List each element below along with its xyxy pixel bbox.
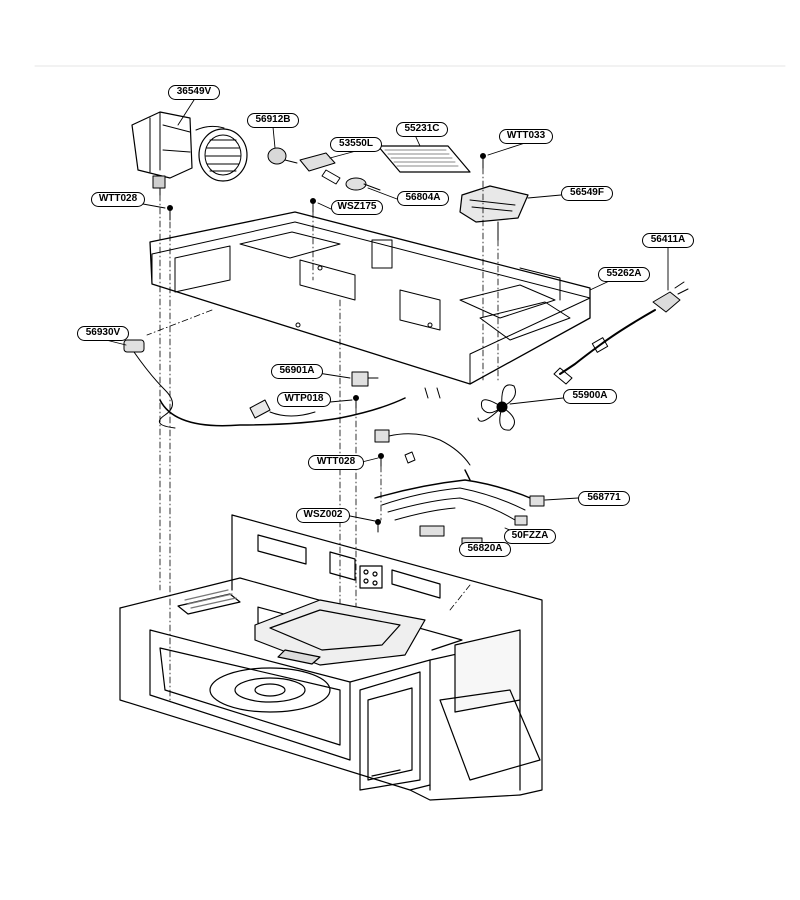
- screw-wsz175: [310, 198, 316, 213]
- blower-motor-assembly: [131, 111, 248, 196]
- fan-motor-housing: [459, 185, 529, 241]
- part-label-56930V: 56930V: [77, 326, 129, 341]
- part-label-56912B: 56912B: [247, 113, 299, 128]
- relay-connector: [374, 429, 471, 466]
- part-label-WSZ002: WSZ002: [296, 508, 350, 523]
- oven-cabinet-chassis: [119, 514, 543, 801]
- explosion-guide-lines: [146, 167, 499, 701]
- part-label-56820A: 56820A: [459, 542, 511, 557]
- part-label-568771: 568771: [578, 491, 630, 506]
- base-plate: [149, 211, 591, 385]
- part-label-55262A: 55262A: [598, 267, 650, 282]
- part-label-56901A: 56901A: [271, 364, 323, 379]
- screw-wsz002: [375, 519, 381, 533]
- part-label-55900A: 55900A: [563, 389, 617, 404]
- leader-lines: [105, 99, 669, 551]
- grease-filter: [377, 145, 471, 173]
- part-label-WSZ175: WSZ175: [331, 200, 383, 215]
- thermostat: [123, 339, 176, 429]
- part-label-56804A: 56804A: [397, 191, 449, 206]
- wire-harness-upper: [159, 387, 441, 427]
- part-label-53550L: 53550L: [330, 137, 382, 152]
- door-switch: [351, 371, 379, 387]
- part-label-WTT033: WTT033: [499, 129, 553, 144]
- screw-wtt028-mid: [378, 453, 384, 467]
- part-label-WTT028-top: WTT028: [91, 192, 145, 207]
- thermal-fuse: [267, 147, 298, 165]
- screw-wtt028-top: [167, 205, 173, 221]
- bracket-part: [299, 152, 341, 185]
- part-label-36549V: 36549V: [168, 85, 220, 100]
- screw-wtp018: [353, 395, 359, 409]
- power-cord: [553, 281, 689, 385]
- part-label-56549F: 56549F: [561, 186, 613, 201]
- lamp-socket-part: [345, 177, 381, 191]
- part-label-50FZZA: 50FZZA: [504, 529, 556, 544]
- part-label-55231C: 55231C: [396, 122, 448, 137]
- fan-blade: [477, 384, 516, 431]
- part-label-WTT028-mid: WTT028: [308, 455, 364, 470]
- screw-wtt033: [480, 153, 486, 169]
- part-label-WTP018: WTP018: [277, 392, 331, 407]
- part-label-56411A: 56411A: [642, 233, 694, 248]
